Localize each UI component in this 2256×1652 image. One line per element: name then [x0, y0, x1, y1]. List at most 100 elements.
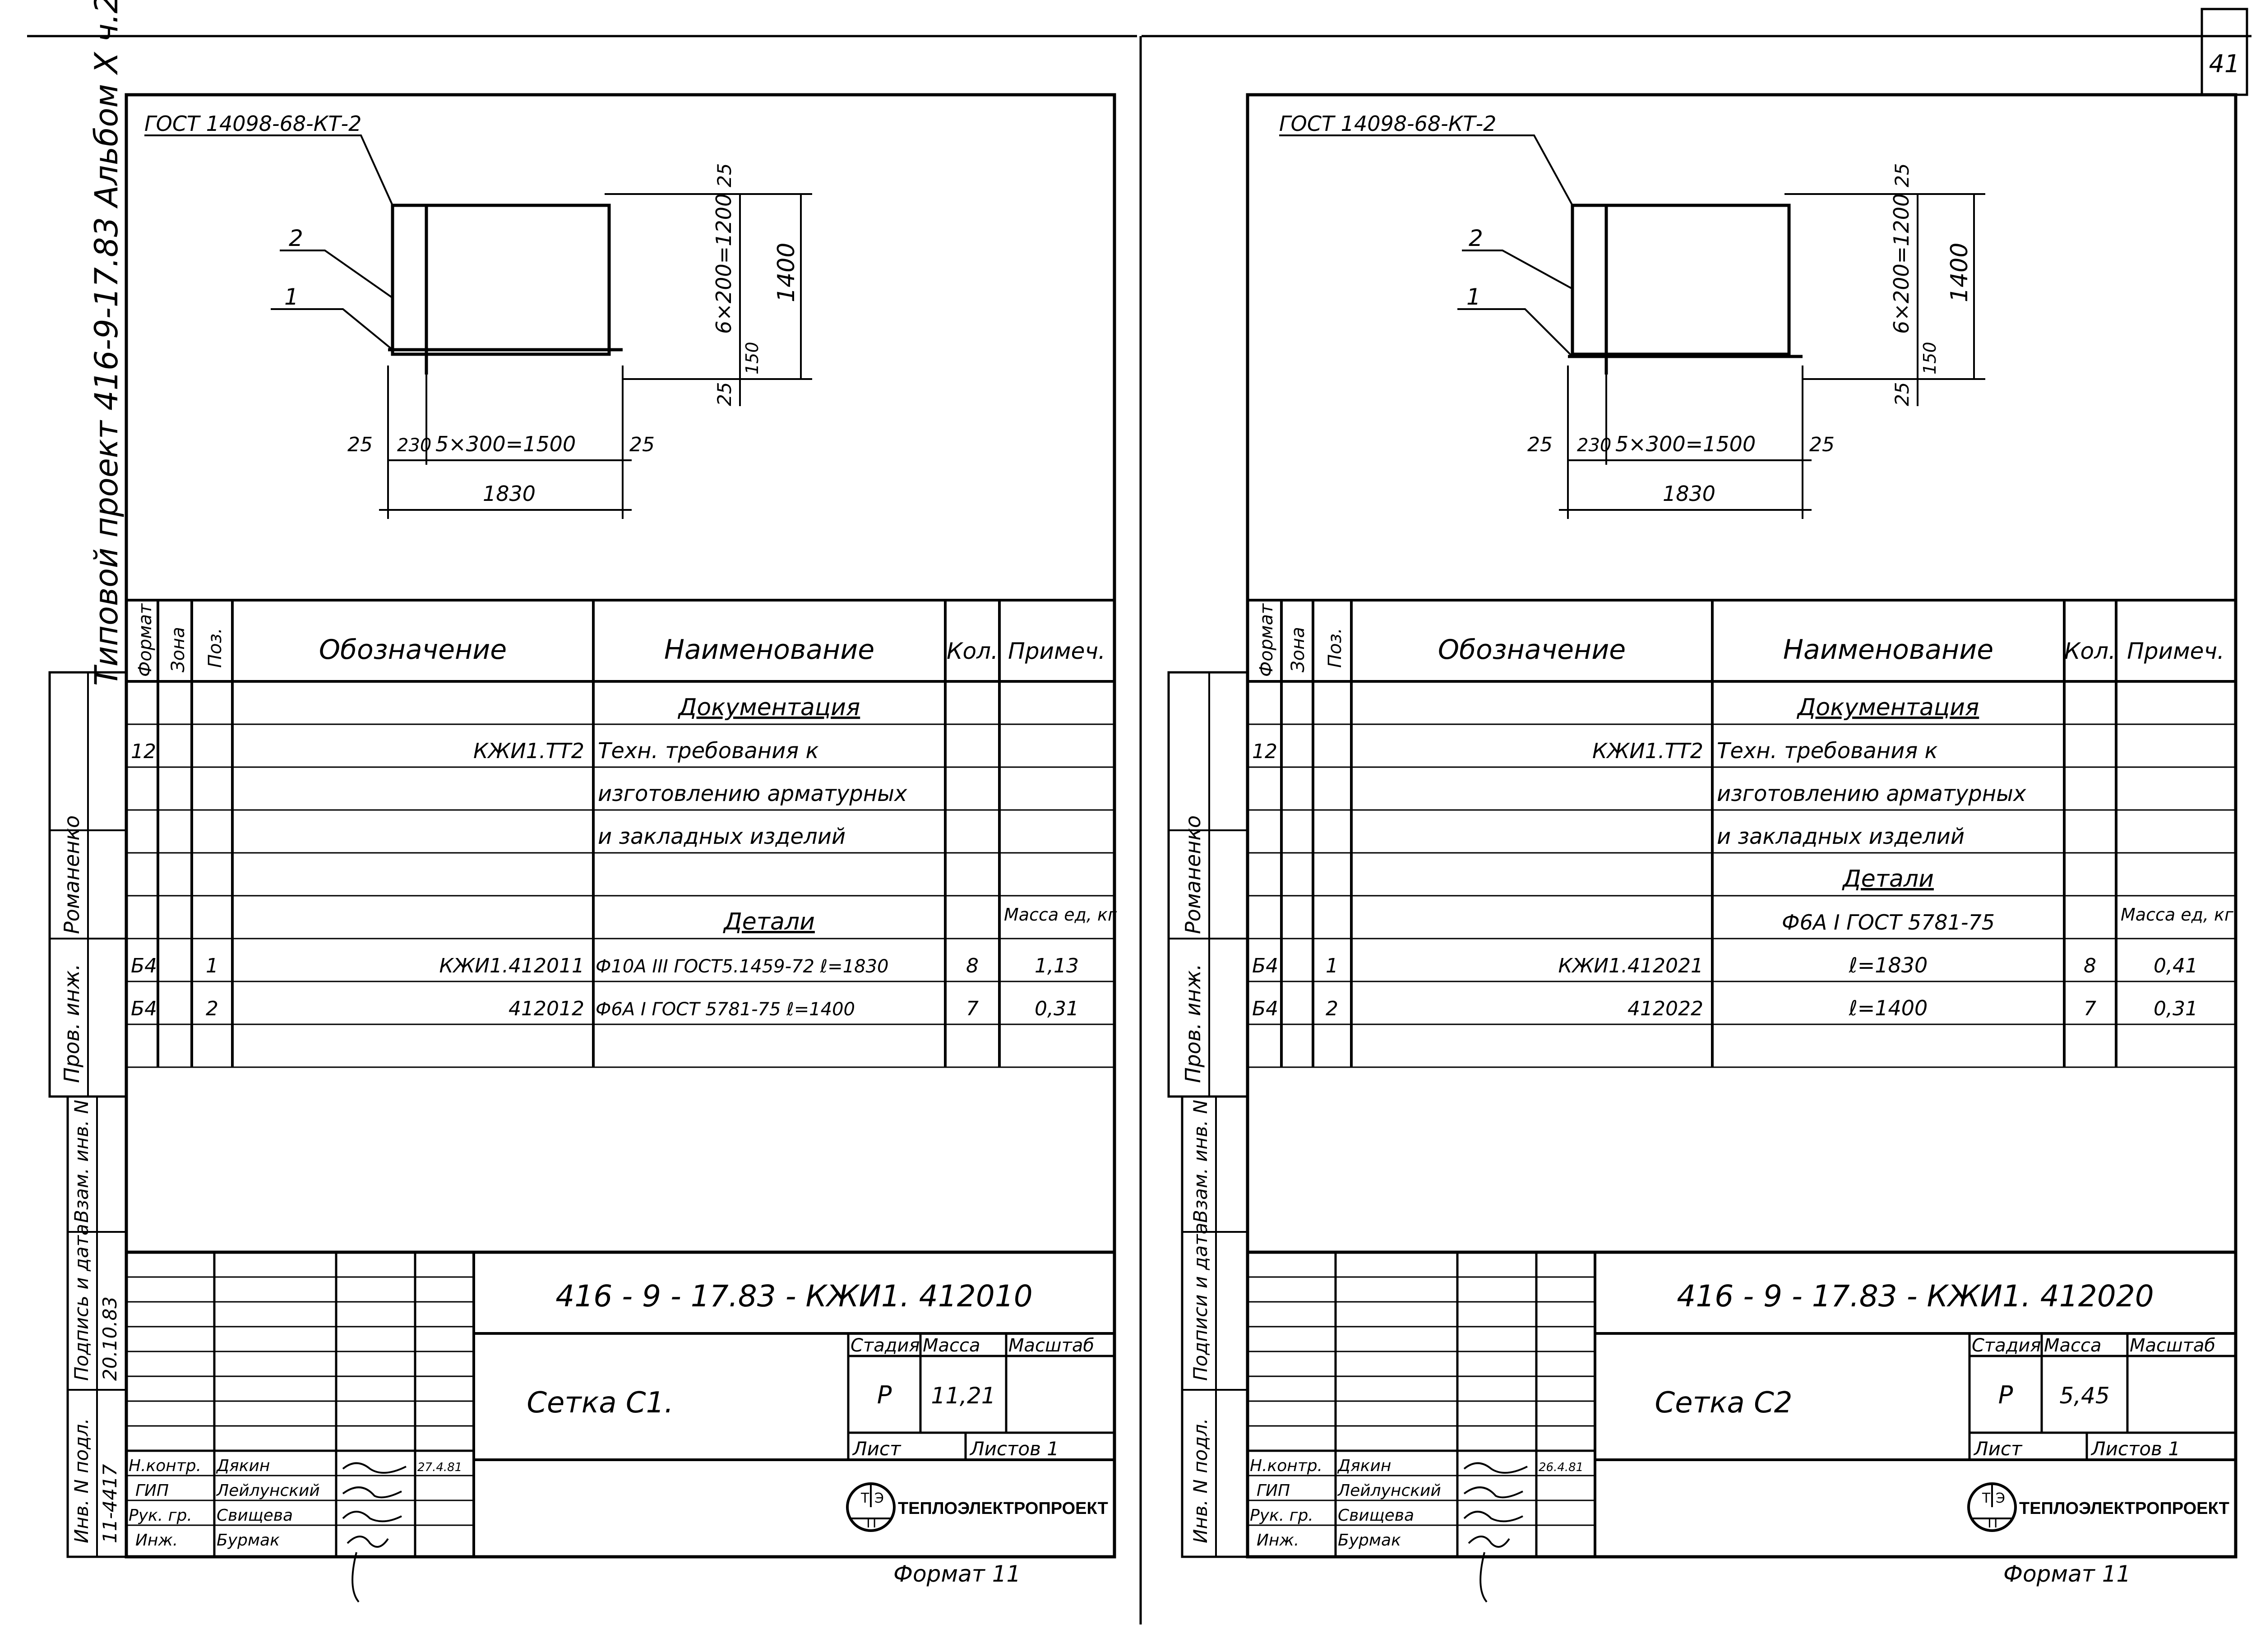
sheet-2-stamp: Пров. инж. Романенко Инв. N подл. Подпис…: [1167, 671, 1249, 1558]
stamp-vzam: Взам. инв. N: [70, 1100, 92, 1223]
role-2: ГИП: [135, 1481, 169, 1500]
dim-bottom: 25: [1891, 382, 1913, 406]
svg-text:Э: Э: [1996, 1490, 2005, 1506]
row-2-designation: 412012: [509, 997, 584, 1020]
dim-230: 230: [1577, 435, 1611, 456]
page-number: 41: [2209, 50, 2240, 78]
dim-left-25: 25: [1527, 433, 1553, 456]
row-1-designation: КЖИ1.412021: [1558, 954, 1704, 977]
header-note: Примеч.: [2127, 638, 2224, 664]
svg-text:Т: Т: [1982, 1490, 1991, 1506]
section-parts: Детали: [1842, 865, 1934, 893]
dim-150: 150: [1920, 342, 1940, 375]
section-parts: Детали: [723, 908, 815, 935]
row-1-qty: 8: [2084, 954, 2096, 977]
dim-width-total: 1830: [1663, 481, 1715, 506]
stamp-inv-value: 11-4417: [99, 1464, 121, 1543]
stamp-vzam: Взам. инв. N: [1189, 1100, 1211, 1223]
signature-tail: [1479, 1552, 1488, 1603]
signature-3: [1463, 1511, 1523, 1522]
doc-name-line-2: изготовлению арматурных: [598, 781, 907, 806]
svg-text:Э: Э: [874, 1490, 884, 1506]
dim-height-total: 1400: [1946, 243, 1973, 302]
role-3-name: Свищева: [217, 1506, 293, 1525]
row-2-name: Ф6А I ГОСТ 5781-75 ℓ=1400: [596, 999, 855, 1020]
gost-label: ГОСТ 14098-68-КТ-2: [144, 111, 361, 136]
row-2-note: 0,31: [1035, 997, 1079, 1020]
role-1-name: Дякин: [1337, 1457, 1391, 1475]
row-1-note: 1,13: [1035, 954, 1079, 977]
row-2-qty: 7: [966, 997, 979, 1020]
row-1-note: 0,41: [2154, 954, 2198, 977]
dim-left-25: 25: [347, 433, 373, 456]
role-3-name: Свищева: [1338, 1506, 1414, 1525]
row-1-pos: 1: [206, 954, 218, 977]
stage-label: Стадия: [1972, 1335, 2041, 1356]
sheet-2-mesh-drawing: ГОСТ 14098-68-КТ-2 2 1 6×200=1200 1400 2…: [1279, 111, 1985, 519]
header-name: Наименование: [1783, 634, 1993, 666]
svg-text:Т: Т: [860, 1490, 869, 1506]
section-docs: Документация: [1797, 694, 1979, 721]
parts-subheader: Ф6А I ГОСТ 5781-75: [1782, 910, 1995, 935]
signature-4: [1468, 1536, 1510, 1548]
row-1-pos: 1: [1326, 954, 1338, 977]
signature-tail: [351, 1552, 360, 1603]
doc-name-line-3: и закладных изделий: [1717, 824, 1965, 849]
sheet-label: Лист: [1973, 1438, 2023, 1460]
stamp-date-value: 20.10.83: [99, 1296, 121, 1381]
org-logo-icon: Т Э П: [1967, 1482, 2017, 1532]
sheet-1: Пров. инж. Романенко Инв. N подл. Подпис…: [48, 93, 1117, 1603]
svg-text:П: П: [1988, 1515, 1998, 1531]
row-1-designation: КЖИ1.412011: [439, 954, 585, 977]
doc-designation: КЖИ1.ТТ2: [473, 739, 584, 763]
stage-value: Р: [877, 1381, 892, 1409]
stamp-prov-label: Пров. инж.: [1181, 964, 1205, 1083]
row-2-designation: 412022: [1627, 997, 1703, 1020]
stamp-podpis: Подписи и дата: [1189, 1223, 1211, 1381]
role-3: Рук. гр.: [129, 1506, 192, 1525]
row-2-format: Б4: [131, 997, 157, 1020]
header-qty: Кол.: [2064, 638, 2116, 664]
header-format: Формат: [1256, 603, 1277, 677]
role-2-name: Лейлунский: [1337, 1481, 1441, 1500]
signature-2: [342, 1486, 402, 1499]
header-qty: Кол.: [947, 638, 998, 664]
stamp-inv-podl: Инв. N подл.: [1189, 1418, 1211, 1544]
role-4: Инж.: [1257, 1531, 1299, 1550]
row-2-name: ℓ=1400: [1849, 996, 1928, 1020]
row-1-format: Б4: [1252, 954, 1278, 977]
stamp-podpis: Подпись и дата: [70, 1224, 92, 1381]
header-note: Примеч.: [1008, 638, 1105, 664]
signature-1: [342, 1462, 407, 1474]
dim-right-25: 25: [1809, 433, 1835, 456]
role-2-name: Лейлунский: [216, 1481, 320, 1500]
sheet-2: Пров. инж. Романенко Инв. N подл. Подпис…: [1167, 93, 2238, 1603]
stage-label: Стадия: [851, 1335, 920, 1356]
doc-name-line-1: Техн. требования к: [1717, 738, 1938, 764]
doc-name-line-3: и закладных изделий: [598, 824, 846, 849]
role-1: Н.контр.: [1250, 1457, 1322, 1475]
sheet-1-stamp: Пров. инж. Романенко Инв. N подл. Подпис…: [48, 671, 128, 1558]
header-pos: Поз.: [1325, 628, 1345, 668]
position-1-label: 1: [284, 284, 299, 310]
dim-top: 25: [1891, 163, 1913, 187]
role-2: ГИП: [1257, 1481, 1290, 1500]
drawing-code: 416 - 9 - 17.83 - КЖИ1. 412020: [1677, 1279, 2154, 1314]
sheet-2-title-block: 416 - 9 - 17.83 - КЖИ1. 412020 Сетка С2 …: [1248, 1250, 2236, 1603]
stamp-prov-label: Пров. инж.: [60, 964, 84, 1083]
row-2-format: Б4: [1252, 997, 1278, 1020]
row-2-note: 0,31: [2154, 997, 2198, 1020]
role-1-date: 26.4.81: [1539, 1461, 1583, 1474]
doc-format: 12: [131, 740, 156, 763]
row-2-pos: 2: [1326, 997, 1338, 1020]
dim-height-total: 1400: [773, 243, 800, 302]
role-4-name: Бурмак: [217, 1531, 280, 1550]
format-label: Формат 11: [893, 1561, 1021, 1587]
doc-designation: КЖИ1.ТТ2: [1592, 739, 1703, 763]
mass-value: 5,45: [2059, 1383, 2109, 1409]
sheet-2-spec-table: Формат Зона Поз. Обозначение Наименовани…: [1248, 599, 2236, 1068]
doc-format: 12: [1252, 740, 1277, 763]
header-designation: Обозначение: [1438, 634, 1626, 666]
row-1-name: ℓ=1830: [1849, 953, 1928, 977]
role-4-name: Бурмак: [1338, 1531, 1401, 1550]
